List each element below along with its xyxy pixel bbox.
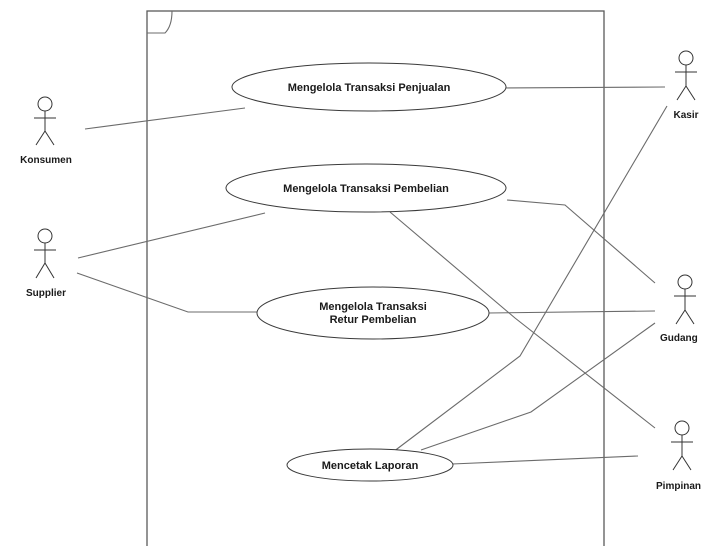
actor-kasir-label: Kasir xyxy=(673,110,698,121)
actor-supplier: Supplier xyxy=(26,228,66,299)
boundary-corner-tab xyxy=(147,10,173,34)
assoc-penjualan-kasir xyxy=(504,86,666,89)
assoc-pembelian-pimpinan xyxy=(389,211,656,429)
actor-pimpinan-icon xyxy=(671,420,693,471)
actor-gudang: Gudang xyxy=(660,274,698,344)
use-case-pembelian-label: Mengelola Transaksi Pembelian xyxy=(283,183,449,195)
assoc-supplier-pembelian xyxy=(77,212,266,259)
actor-gudang-icon xyxy=(674,274,696,325)
actor-supplier-label: Supplier xyxy=(26,288,66,299)
actor-gudang-label: Gudang xyxy=(660,333,698,344)
actor-kasir-icon xyxy=(675,50,697,101)
assoc-laporan-pimpinan xyxy=(451,455,639,465)
assoc-supplier-retur xyxy=(76,272,258,313)
actor-konsumen: Konsumen xyxy=(20,96,72,166)
actor-pimpinan: Pimpinan xyxy=(656,420,701,492)
use-case-retur: Mengelola Transaksi Retur Pembelian xyxy=(256,286,490,340)
assoc-retur-gudang xyxy=(487,310,656,314)
use-case-penjualan: Mengelola Transaksi Penjualan xyxy=(231,62,507,112)
use-case-penjualan-label: Mengelola Transaksi Penjualan xyxy=(288,82,451,94)
use-case-pembelian: Mengelola Transaksi Pembelian xyxy=(225,163,507,213)
actor-konsumen-icon xyxy=(34,96,56,146)
associations xyxy=(76,86,668,465)
actor-pimpinan-label: Pimpinan xyxy=(656,481,701,492)
use-case-laporan-label: Mencetak Laporan xyxy=(322,460,419,472)
use-case-retur-label-line2: Retur Pembelian xyxy=(330,314,417,326)
assoc-konsumen-penjualan xyxy=(84,107,246,130)
use-case-laporan: Mencetak Laporan xyxy=(286,448,454,482)
use-case-retur-label-line1: Mengelola Transaksi xyxy=(319,301,427,313)
assoc-pembelian-gudang xyxy=(506,199,656,284)
assoc-laporan-gudang xyxy=(420,322,656,451)
actor-supplier-icon xyxy=(34,228,56,279)
assoc-laporan-kasir xyxy=(392,105,668,453)
actor-konsumen-label: Konsumen xyxy=(20,155,72,166)
actor-kasir: Kasir xyxy=(673,50,699,121)
